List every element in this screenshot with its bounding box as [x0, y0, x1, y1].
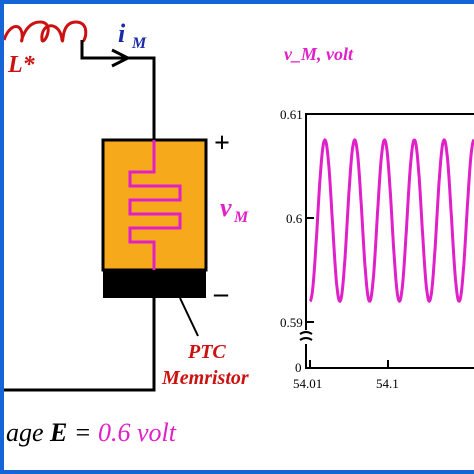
minus-sign: –	[213, 278, 229, 309]
plot-frame	[305, 113, 474, 369]
axis-break-icon	[299, 331, 313, 341]
current-symbol: i	[118, 19, 126, 48]
current-subscript: M	[131, 35, 147, 52]
label-pointer	[179, 297, 199, 337]
caption-symbol: E	[50, 418, 68, 447]
source-voltage-caption: age E = 0.6 volt	[6, 418, 176, 448]
y-tick-label-060: 0.6	[286, 211, 303, 226]
meander-resistor	[128, 140, 182, 270]
memristor-band	[103, 270, 206, 298]
current-arrow-icon	[111, 48, 132, 68]
wire-bottom	[0, 298, 156, 392]
vm-waveform	[309, 138, 474, 304]
wire-top	[80, 40, 156, 140]
caption-prefix: age	[6, 418, 51, 447]
device-label-line2: Memristor	[161, 367, 249, 389]
x-tick-label-5401: 54.01	[293, 376, 322, 391]
y-tick-label-059: 0.59	[280, 315, 303, 330]
inductor-coil	[2, 20, 88, 43]
voltage-symbol: v	[220, 193, 232, 222]
x-tick-label-541: 54.1	[376, 376, 399, 391]
caption-equals: =	[67, 418, 98, 447]
voltage-subscript: M	[233, 209, 249, 226]
chart-ylabel: v_M, volt	[284, 44, 354, 64]
inductor-label: L*	[7, 52, 36, 78]
y-tick-label-061: 0.61	[280, 107, 303, 122]
plus-sign: +	[214, 128, 230, 159]
device-label-line1: PTC	[187, 341, 226, 363]
y-tick-label-0: 0	[295, 360, 302, 375]
caption-value: 0.6 volt	[97, 418, 176, 447]
